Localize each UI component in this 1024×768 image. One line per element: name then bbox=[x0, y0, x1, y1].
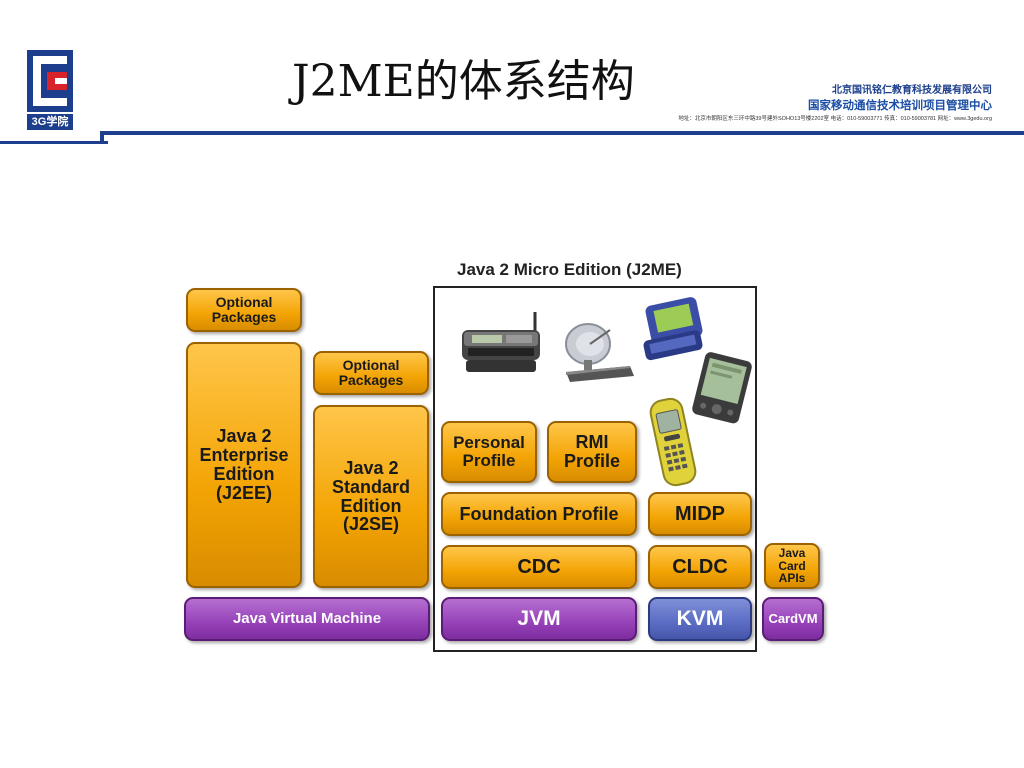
header-divider-join bbox=[100, 131, 104, 144]
mobile-phone-icon bbox=[649, 397, 697, 487]
org-address: 地址：北京市朝阳区东三环中路39号建外SOHO13号楼2202室 电话：010-… bbox=[678, 116, 992, 122]
j2se-block: Java 2 Standard Edition (J2SE) bbox=[313, 405, 429, 588]
j2ee-optional-packages: Optional Packages bbox=[186, 288, 302, 332]
cdc-block: CDC bbox=[441, 545, 637, 589]
personal-profile-block: Personal Profile bbox=[441, 421, 537, 483]
org-name: 北京国讯铭仁教育科技发展有限公司 bbox=[832, 85, 992, 96]
communicator-phone-icon bbox=[462, 312, 540, 372]
header-divider bbox=[100, 131, 1024, 135]
pager-icon bbox=[643, 297, 703, 361]
java-virtual-machine-bar: Java Virtual Machine bbox=[184, 597, 430, 641]
header-divider-accent bbox=[0, 141, 108, 144]
midp-block: MIDP bbox=[648, 492, 752, 536]
cardvm-block: CardVM bbox=[762, 597, 824, 641]
organization-info: 北京国讯铭仁教育科技发展有限公司 国家移动通信技术培训项目管理中心 地址：北京市… bbox=[678, 84, 992, 124]
org-center: 国家移动通信技术培训项目管理中心 bbox=[808, 100, 992, 112]
3g-logo-icon bbox=[27, 50, 73, 112]
rmi-profile-block: RMI Profile bbox=[547, 421, 637, 483]
j2me-frame bbox=[433, 286, 757, 652]
cldc-block: CLDC bbox=[648, 545, 752, 589]
foundation-profile-block: Foundation Profile bbox=[441, 492, 637, 536]
j2se-optional-packages: Optional Packages bbox=[313, 351, 429, 395]
satellite-dish-icon bbox=[565, 323, 634, 382]
diagram-title: Java 2 Micro Edition (J2ME) bbox=[457, 260, 682, 279]
j2ee-block: Java 2 Enterprise Edition (J2EE) bbox=[186, 342, 302, 588]
logo: 3G学院 bbox=[27, 50, 73, 130]
kvm-block: KVM bbox=[648, 597, 752, 641]
java-card-apis-block: Java Card APIs bbox=[764, 543, 820, 589]
pda-icon bbox=[692, 352, 752, 424]
page-title: J2ME的体系结构 bbox=[292, 56, 635, 107]
jvm-block: JVM bbox=[441, 597, 637, 641]
logo-label: 3G学院 bbox=[27, 114, 73, 130]
